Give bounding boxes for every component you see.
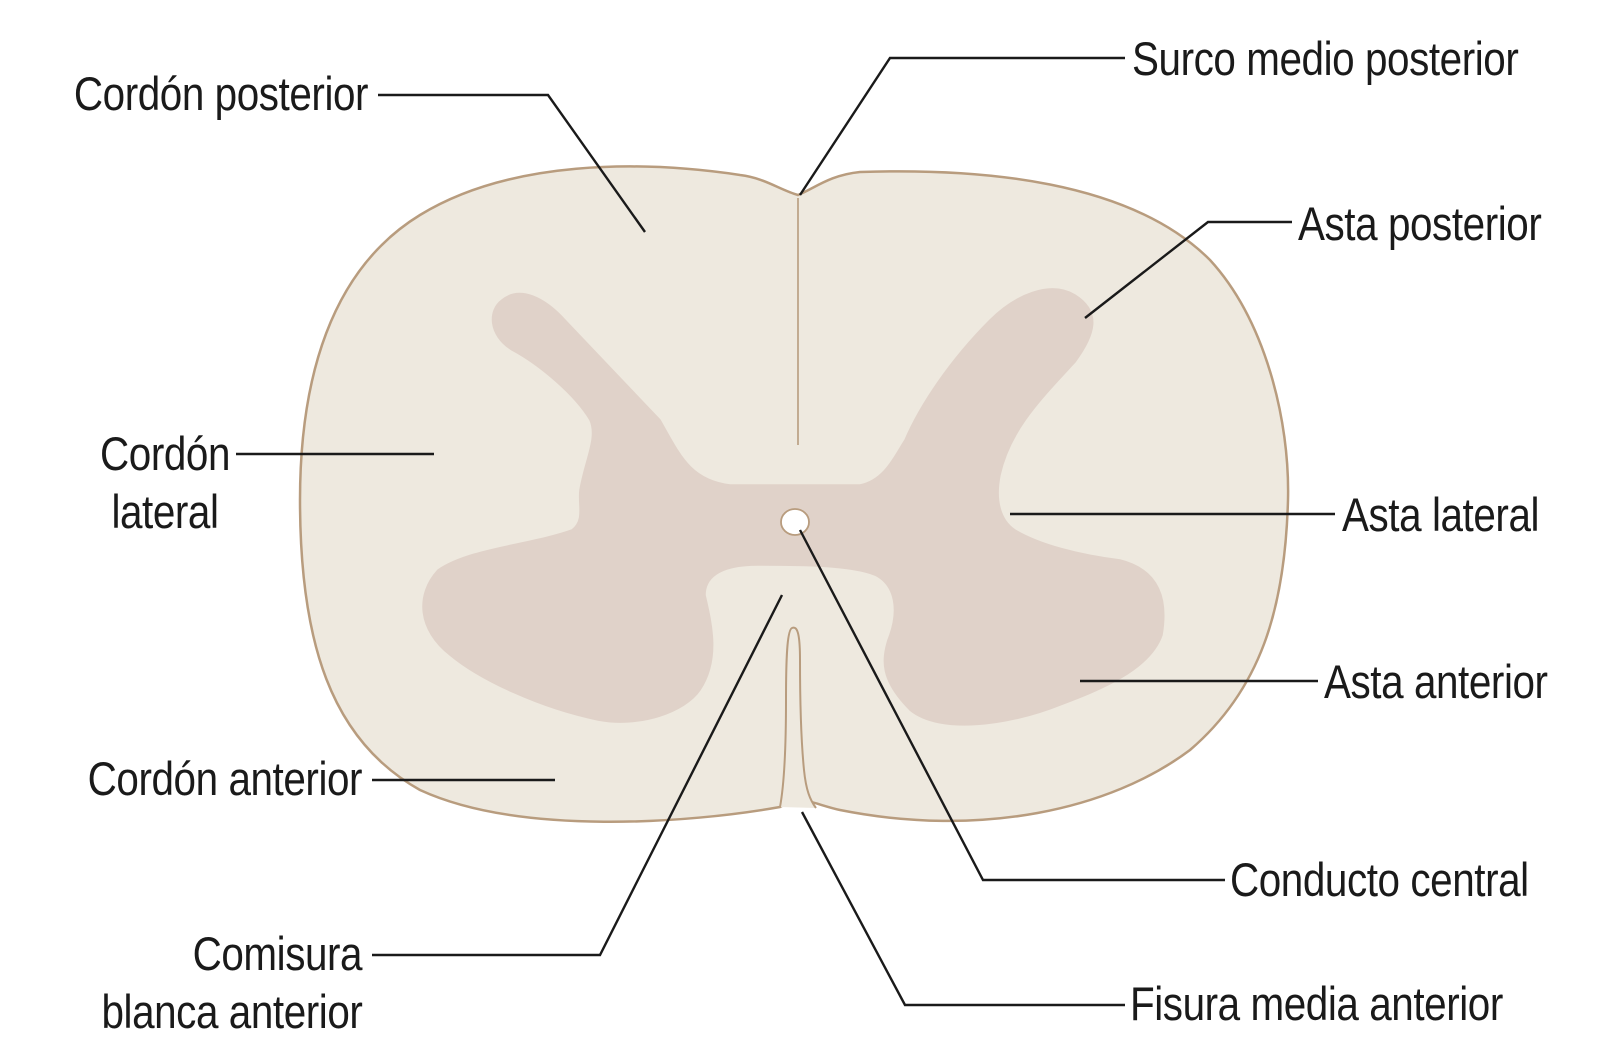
label-comisura-line1: Comisura [192, 927, 362, 980]
central-canal-shape [780, 508, 810, 536]
label-cordon-posterior: Cordón posterior [73, 67, 369, 120]
leader-comisura-blanca-anterior [372, 594, 784, 957]
leader-cordon-posterior [378, 93, 646, 233]
label-asta-posterior: Asta posterior [1298, 197, 1542, 250]
leader-asta-posterior [1084, 220, 1292, 319]
anterior-median-fissure-shape [779, 626, 817, 809]
label-fisura-media-anterior: Fisura media anterior [1130, 977, 1503, 1030]
label-conducto-central: Conducto central [1230, 853, 1529, 906]
leader-surco-medio-posterior [798, 56, 1125, 196]
label-comisura-line2: blanca anterior [101, 985, 362, 1038]
label-asta-anterior: Asta anterior [1324, 655, 1548, 708]
label-asta-lateral: Asta lateral [1342, 488, 1540, 541]
leader-lines [236, 56, 1335, 1007]
label-cordon-lateral-line2: lateral [111, 485, 219, 538]
gray-matter-region [422, 288, 1165, 726]
label-surco-medio-posterior: Surco medio posterior [1132, 32, 1519, 85]
label-cordon-anterior: Cordón anterior [87, 752, 363, 805]
label-cordon-lateral-line1: Cordón [100, 427, 230, 480]
leader-conducto-central [798, 529, 1225, 882]
leader-fisura-media-anterior [800, 811, 1125, 1007]
